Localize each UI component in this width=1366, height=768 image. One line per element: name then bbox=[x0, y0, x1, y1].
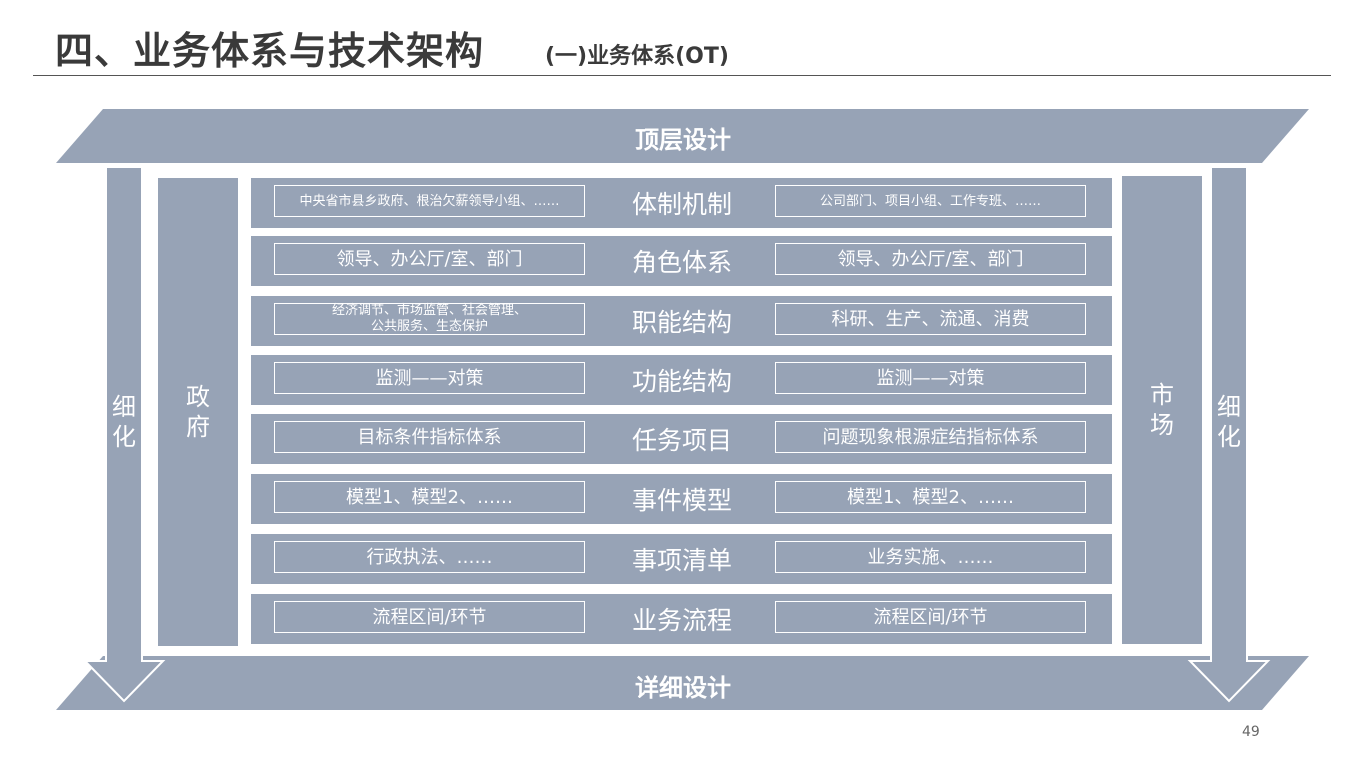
row-center-label: 体制机制 bbox=[631, 190, 732, 219]
layer-row: 领导、办公厅/室、部门 角色体系 领导、办公厅/室、部门 bbox=[251, 236, 1112, 286]
top-banner-label: 顶层设计 bbox=[635, 126, 731, 154]
page-subtitle: (一)业务体系(OT) bbox=[545, 44, 729, 69]
row-left-box: 行政执法、…… bbox=[274, 541, 585, 573]
row-center-label: 事项清单 bbox=[631, 546, 732, 575]
market-column bbox=[1122, 176, 1202, 644]
page-number: 49 bbox=[1242, 724, 1260, 740]
layer-row: 流程区间/环节 业务流程 流程区间/环节 bbox=[251, 594, 1112, 644]
row-right-box: 公司部门、项目小组、工作专班、…… bbox=[775, 185, 1086, 217]
row-center-label: 角色体系 bbox=[631, 248, 732, 277]
row-left-box: 目标条件指标体系 bbox=[274, 421, 585, 453]
row-left-box: 监测——对策 bbox=[274, 362, 585, 394]
row-left-box: 领导、办公厅/室、部门 bbox=[274, 243, 585, 275]
page-title: 四、业务体系与技术架构 bbox=[55, 29, 485, 73]
top-banner-shape bbox=[56, 109, 1309, 163]
row-center-label: 任务项目 bbox=[631, 426, 732, 455]
row-right-box: 业务实施、…… bbox=[775, 541, 1086, 573]
row-center-label: 功能结构 bbox=[631, 367, 732, 396]
row-center-label: 业务流程 bbox=[631, 606, 732, 635]
right-refine-label: 细 化 bbox=[1217, 393, 1241, 451]
row-center-label: 事件模型 bbox=[631, 486, 732, 515]
row-left-box: 流程区间/环节 bbox=[274, 601, 585, 633]
title-divider bbox=[33, 75, 1331, 76]
row-center-label: 职能结构 bbox=[631, 308, 732, 337]
bottom-banner-shape bbox=[56, 656, 1309, 710]
market-label: 市 场 bbox=[1150, 381, 1174, 439]
left-refine-label: 细 化 bbox=[112, 393, 136, 451]
layer-row: 经济调节、市场监管、社会管理、 公共服务、生态保护 职能结构 科研、生产、流通、… bbox=[251, 296, 1112, 346]
layer-row: 中央省市县乡政府、根治欠薪领导小组、…… 体制机制 公司部门、项目小组、工作专班… bbox=[251, 178, 1112, 228]
row-right-box: 监测——对策 bbox=[775, 362, 1086, 394]
layer-row: 监测——对策 功能结构 监测——对策 bbox=[251, 355, 1112, 405]
left-down-arrow bbox=[82, 166, 166, 703]
government-column bbox=[158, 178, 238, 646]
layer-row: 行政执法、…… 事项清单 业务实施、…… bbox=[251, 534, 1112, 584]
right-down-arrow bbox=[1187, 166, 1271, 703]
row-left-box: 中央省市县乡政府、根治欠薪领导小组、…… bbox=[274, 185, 585, 217]
layer-row: 模型1、模型2、…… 事件模型 模型1、模型2、…… bbox=[251, 474, 1112, 524]
row-left-box: 模型1、模型2、…… bbox=[274, 481, 585, 513]
row-right-box: 领导、办公厅/室、部门 bbox=[775, 243, 1086, 275]
row-right-box: 模型1、模型2、…… bbox=[775, 481, 1086, 513]
row-left-box: 经济调节、市场监管、社会管理、 公共服务、生态保护 bbox=[274, 303, 585, 335]
row-right-box: 问题现象根源症结指标体系 bbox=[775, 421, 1086, 453]
bottom-banner-label: 详细设计 bbox=[635, 674, 731, 702]
layer-row: 目标条件指标体系 任务项目 问题现象根源症结指标体系 bbox=[251, 414, 1112, 464]
row-right-box: 科研、生产、流通、消费 bbox=[775, 303, 1086, 335]
row-right-box: 流程区间/环节 bbox=[775, 601, 1086, 633]
government-label: 政 府 bbox=[186, 383, 210, 441]
